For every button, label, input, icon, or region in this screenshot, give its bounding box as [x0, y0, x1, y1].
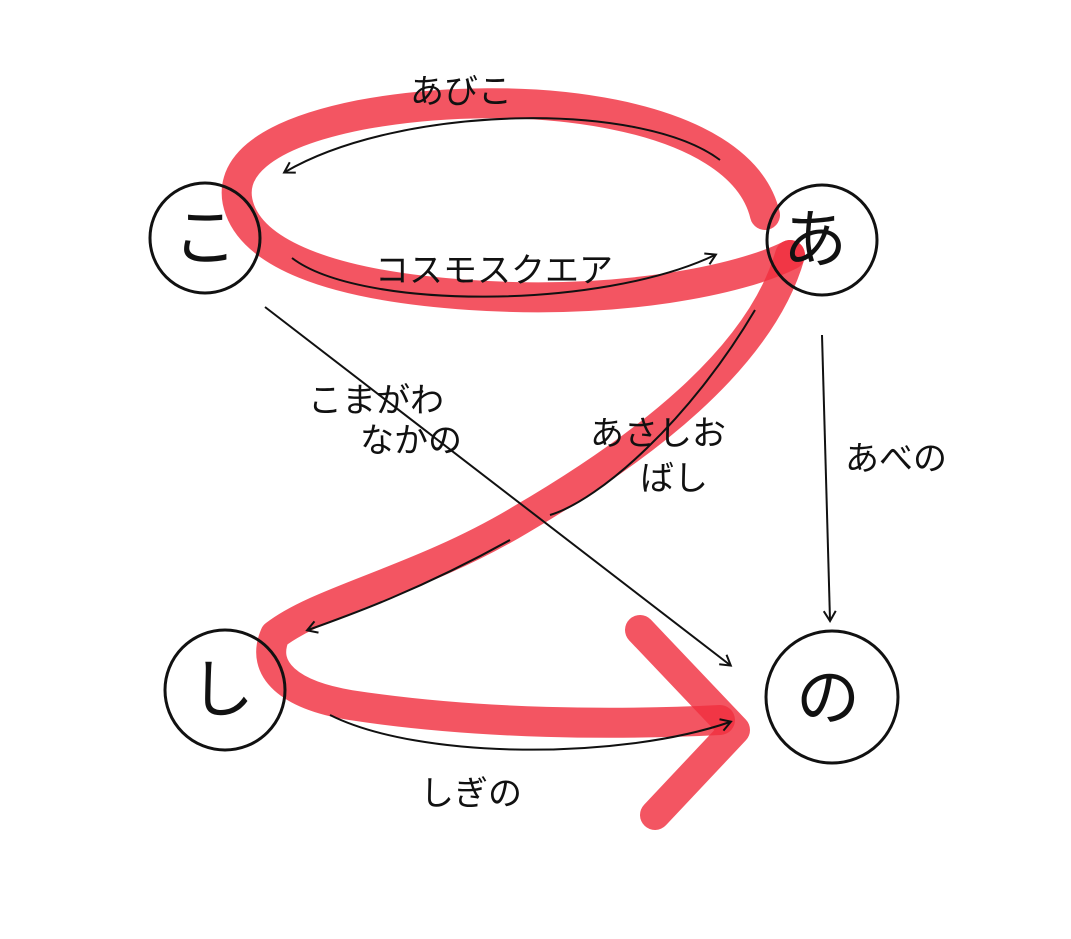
node-no-label: の: [796, 662, 860, 736]
edge-label-shigino: しぎの: [420, 774, 522, 814]
edge-label-komagawa-line1: こまがわ: [308, 381, 444, 421]
node-shi: し: [163, 628, 287, 752]
edge-cosmosquare-arrow: [291, 252, 718, 298]
edge-asashiobashi-arrow: [308, 309, 756, 630]
edge-label-asashiobashi-line1: あさしお: [590, 414, 726, 454]
edge-label-abiko: あびこ: [410, 72, 512, 112]
node-no: の: [764, 629, 900, 765]
edge-abeno-arrow: [821, 334, 837, 623]
highlight-diagonal: [256, 240, 805, 738]
node-a-label: あ: [783, 204, 847, 278]
edge-label-abeno: あべの: [845, 439, 947, 479]
edge-abiko-arrow: [282, 117, 721, 174]
node-a: あ: [765, 183, 879, 297]
node-shi-label: し: [190, 654, 254, 728]
highlight-top-loop: [221, 88, 805, 313]
node-ko-label: こ: [173, 202, 237, 276]
edge-label-cosmosquare: コスモスクエア: [375, 251, 613, 291]
edge-label-komagawa-line2: なかの: [360, 421, 462, 461]
node-ko: こ: [148, 181, 262, 295]
highlight-arrowhead: [625, 615, 750, 830]
edge-label-asashiobashi-line2: ばし: [640, 459, 708, 499]
edge-komagawanakano-arrow: [264, 306, 733, 667]
highlight-route: [221, 88, 805, 830]
edge-shigino-arrow: [329, 714, 733, 751]
